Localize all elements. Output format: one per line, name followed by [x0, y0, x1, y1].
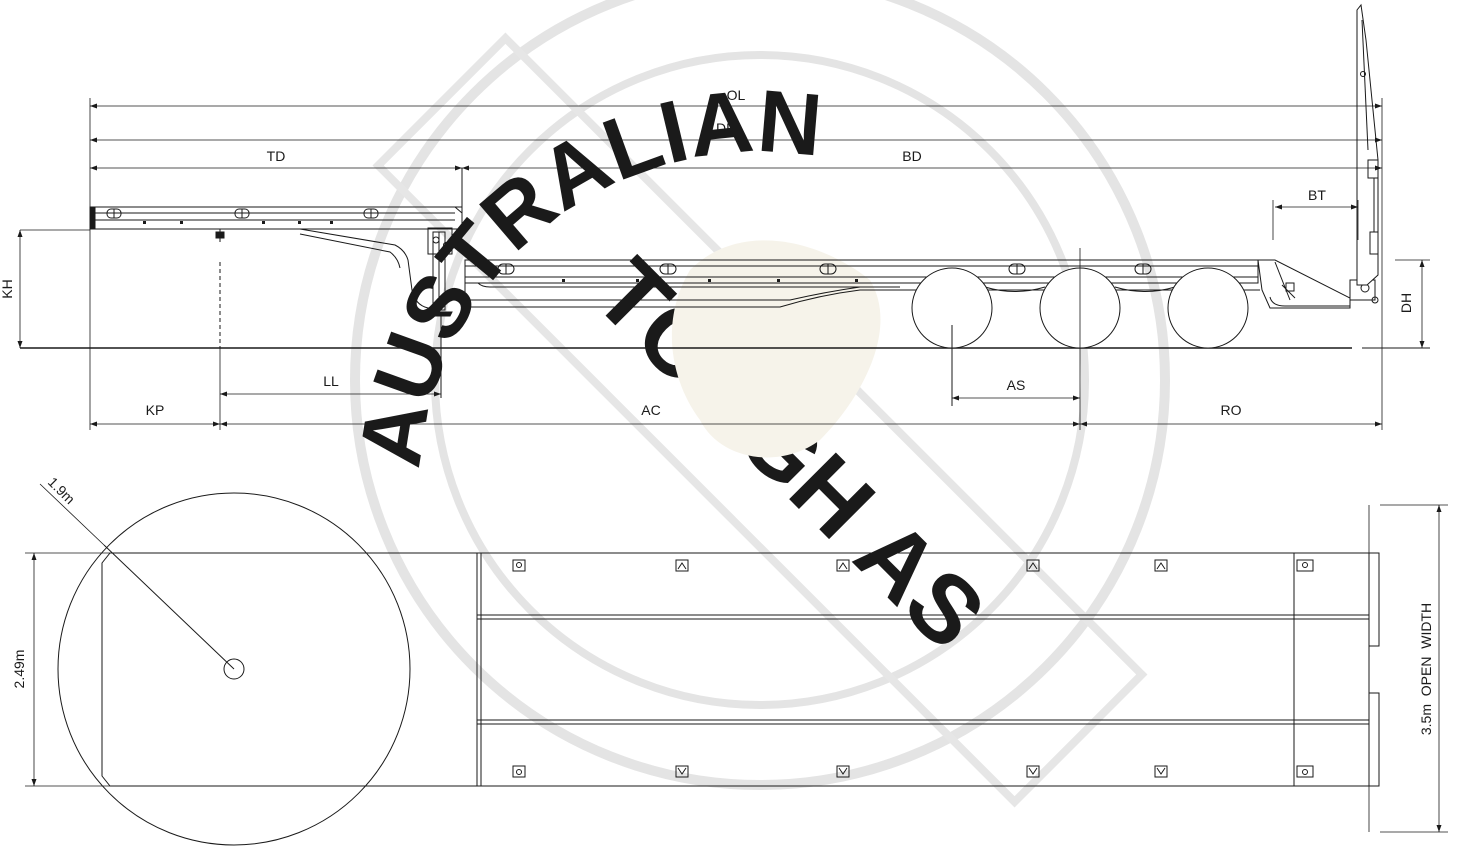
- dim-dl-label: DL: [716, 120, 734, 136]
- dimension-lines: [17, 98, 1430, 430]
- gooseneck-pocket: [106, 208, 379, 219]
- dim-bt-label: BT: [1308, 187, 1326, 203]
- dim-ll-label: LL: [323, 373, 339, 389]
- deck-plan: [476, 552, 1380, 787]
- tie-down-points: [512, 559, 1314, 778]
- dim-ol-label: OL: [727, 87, 746, 103]
- deck-pocket: [497, 263, 1152, 275]
- side-elevation: OL DL TD BD BT KH DH LL AS KP AC RO: [0, 3, 1430, 430]
- turn-radius-line: [103, 544, 235, 670]
- gooseneck-plan: [101, 552, 478, 787]
- turning-circle: [57, 492, 411, 846]
- dim-kp-label: KP: [146, 402, 165, 418]
- australia-map-silhouette: [671, 240, 881, 458]
- open-width-label: 3.5m OPEN WIDTH: [1418, 603, 1434, 735]
- dim-ro-label: RO: [1221, 402, 1242, 418]
- king-pin-circle: [223, 658, 245, 680]
- dim-as-label: AS: [1007, 377, 1026, 393]
- dim-td-label: TD: [267, 148, 286, 164]
- dim-ac-label: AC: [641, 402, 660, 418]
- main-deck: [461, 168, 1260, 308]
- plan-dimension-lines: [25, 504, 1448, 833]
- plan-view: 1.9m 2.49m 3.5m OPEN WIDTH: [11, 474, 1448, 846]
- dim-kh-label: KH: [0, 279, 15, 298]
- turn-radius-label: 1.9m: [45, 474, 78, 507]
- watermark: AUSTRALIAN TOUGH AS: [340, 0, 1170, 808]
- gooseneck: [89, 206, 463, 398]
- rear-ramp: [1257, 3, 1379, 309]
- dim-bd-label: BD: [902, 148, 921, 164]
- dimension-labels: OL DL TD BD BT KH DH LL AS KP AC RO: [0, 87, 1414, 418]
- gooseneck-width-label: 2.49m: [11, 650, 27, 689]
- dim-dh-label: DH: [1398, 293, 1414, 313]
